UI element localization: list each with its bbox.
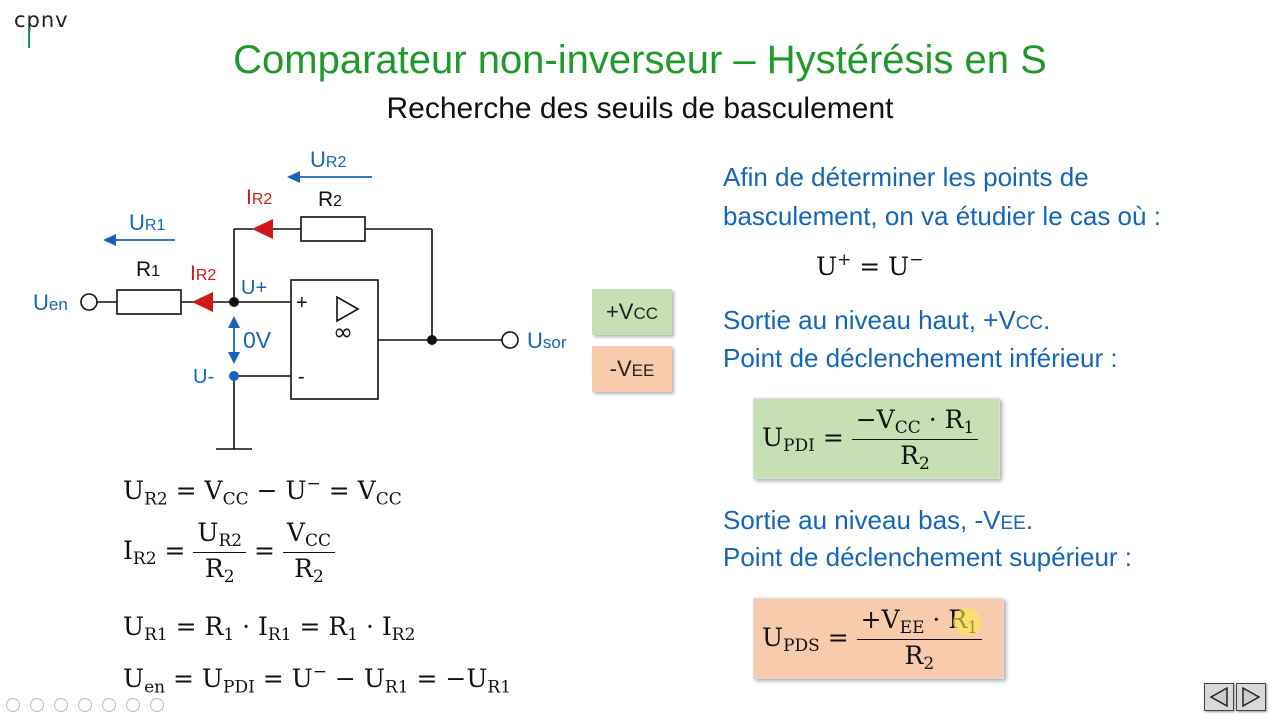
intro-line-2: basculement, on va étudier le cas où :	[723, 201, 1161, 231]
toolbar-more-icon[interactable]	[150, 698, 164, 712]
label-usor: Usor	[527, 328, 567, 353]
arrow-0v-head-down	[228, 352, 240, 364]
toolbar-zoom-icon[interactable]	[102, 698, 116, 712]
arrow-ur1-head	[103, 234, 116, 246]
cpnv-logo: cpnv	[14, 8, 69, 48]
terminal-usor	[501, 331, 519, 349]
equation-ur1: UR1 = R1 · IR1 = R1 · IR2	[123, 612, 416, 646]
junction-plus	[229, 297, 239, 307]
arrow-ir2-mid	[192, 292, 213, 312]
toolbar-pen-icon[interactable]	[54, 698, 68, 712]
condition-equation: U+ = U−	[816, 250, 924, 282]
label-uminus: U-	[193, 366, 214, 388]
label-ur1: UR1	[129, 210, 165, 235]
toolbar-forward-icon[interactable]	[30, 698, 44, 712]
resistor-r2	[300, 216, 366, 242]
opamp-plus-sign: +	[296, 292, 308, 314]
opamp-box	[290, 279, 379, 400]
pds-heading: Point de déclenchement supérieur :	[723, 542, 1133, 572]
toolbar-back-icon[interactable]	[6, 698, 20, 712]
opamp-infinity: ∞	[333, 318, 353, 346]
toolbar-screen-icon[interactable]	[126, 698, 140, 712]
toolbar-slides-icon[interactable]	[78, 698, 92, 712]
logo-bar	[28, 28, 30, 48]
junction-minus	[229, 371, 239, 381]
label-r1: R1	[136, 258, 160, 281]
terminal-uen	[80, 293, 98, 311]
arrow-ur2-head	[287, 171, 300, 183]
high-level-line: Sortie au niveau haut, +VCC.	[723, 305, 1051, 335]
label-ur2: UR2	[310, 147, 346, 172]
next-slide-button[interactable]	[1236, 683, 1266, 711]
slide-title: Comparateur non-inverseur – Hystérésis e…	[233, 38, 1047, 82]
next-arrow-icon	[1242, 686, 1261, 708]
pdi-heading: Point de déclenchement inférieur :	[723, 343, 1118, 373]
label-ir2-top: IR2	[246, 186, 272, 209]
junction-output	[427, 335, 437, 345]
circuit-diagram: UR2 IR2 R2 UR1 R1 IR2 Uen U+ 0V U- + - ∞…	[33, 147, 567, 450]
opamp-triangle	[336, 295, 360, 323]
opamp-minus-sign: -	[298, 366, 305, 388]
low-level-line: Sortie au niveau bas, -VEE.	[723, 505, 1034, 535]
equation-ur2: UR2 = VCC − U− = VCC	[123, 474, 402, 510]
equation-uen: Uen = UPDI = U− − UR1 = −UR1	[123, 662, 512, 698]
label-uplus: U+	[241, 277, 267, 299]
slide-subtitle: Recherche des seuils de basculement	[386, 92, 894, 125]
previous-slide-button[interactable]	[1204, 683, 1234, 711]
vcc-box: +VCC	[592, 289, 672, 335]
previous-arrow-icon	[1209, 686, 1228, 708]
label-ir2-mid: IR2	[190, 262, 216, 285]
cursor-highlight	[953, 608, 981, 636]
presentation-toolbar	[6, 698, 174, 717]
arrow-ir2-top	[252, 219, 273, 239]
label-0v: 0V	[243, 327, 272, 353]
label-uen: Uen	[33, 290, 68, 315]
vee-box: -VEE	[592, 346, 672, 392]
resistor-r1	[116, 289, 182, 315]
intro-line-1: Afin de déterminer les points de	[723, 162, 1089, 192]
label-r2: R2	[318, 188, 342, 211]
arrow-0v-head-up	[228, 316, 240, 328]
